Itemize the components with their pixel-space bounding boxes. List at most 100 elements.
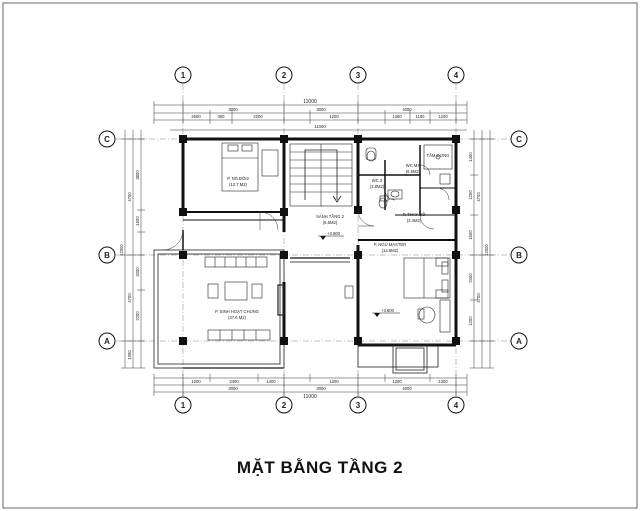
living-furniture <box>204 256 354 341</box>
axis-label: 1 <box>181 401 186 410</box>
dim-top-detail: 1100 <box>415 114 425 119</box>
room-area-bedroom2: (12.7 M2) <box>229 182 248 187</box>
axis-label: C <box>516 135 522 144</box>
axis-marker-1-top: 1 <box>174 66 192 84</box>
axis-marker-C-left: C <box>98 130 116 148</box>
room-area-living: (37.6 M2) <box>228 315 247 320</box>
dim-top-overall: 11000 <box>303 99 317 105</box>
dim-bottom-detail: 1400 <box>266 379 276 384</box>
room-name-wardrobe: P. THAY ĐỒ <box>403 212 426 217</box>
axis-marker-4-bottom: 4 <box>447 396 465 414</box>
dim-bottom-detail: 1300 <box>438 379 448 384</box>
axis-marker-A-right: A <box>510 332 528 350</box>
dim-bottom-overall: 11000 <box>303 394 317 400</box>
dim-top-detail: 2200 <box>253 114 263 119</box>
room-name-bedroom2: P. NG.ĐÔI2 <box>227 176 249 181</box>
dim-bottom-detail: 1200 <box>191 379 201 384</box>
dim-bottom-axis-2: 3000 <box>316 386 326 391</box>
axis-marker-C-right: C <box>510 130 528 148</box>
axis-marker-3-bottom: 3 <box>349 396 367 414</box>
level-master-text: +3.600 <box>381 308 395 313</box>
room-name-living: P. SINH HOẠT CHUNG <box>215 309 259 314</box>
axis-label: B <box>104 251 110 260</box>
dim-right-axis: 4700 <box>476 293 481 303</box>
axis-label: 2 <box>282 71 287 80</box>
room-area-wardrobe: (3.4M2) <box>407 218 422 223</box>
sanitary-fixtures <box>365 144 453 209</box>
doors <box>162 164 450 251</box>
room-name-master: P. NGỦ MASTER <box>374 242 407 247</box>
dim-bottom-detail: 2400 <box>229 379 239 384</box>
dim-inner-top: 11000 <box>314 124 326 129</box>
dim-bottom-axis-3: 4000 <box>402 386 412 391</box>
dim-right-axis: 4700 <box>476 192 481 202</box>
axis-label: 4 <box>454 401 459 410</box>
axis-label: 2 <box>282 401 287 410</box>
room-area-master: (14.6M2) <box>382 248 399 253</box>
dim-left-detail: 1500 <box>135 216 140 226</box>
room-name-shower: TẮM ĐỨNG <box>427 153 450 158</box>
dim-left-axis: 1300 <box>127 350 132 360</box>
dim-right-detail: 1400 <box>468 152 473 162</box>
axis-label: 3 <box>356 401 361 410</box>
dim-right-detail: 1200 <box>468 316 473 326</box>
master-furniture <box>403 257 451 333</box>
room-name-wc-master: WC MS <box>406 163 421 168</box>
dim-left-detail: 3800 <box>135 170 140 180</box>
dim-top-detail: 300 <box>218 114 226 119</box>
dim-left-overall: 12000 <box>119 244 124 256</box>
axis-label: B <box>516 251 522 260</box>
dim-bottom-detail: 1200 <box>329 379 339 384</box>
axis-marker-4-top: 4 <box>447 66 465 84</box>
dim-top-detail: 1200 <box>438 114 448 119</box>
dim-top-axis-1: 3000 <box>228 107 238 112</box>
axis-marker-2-top: 2 <box>275 66 293 84</box>
room-name-wc2: WC 2 <box>372 178 383 183</box>
dim-top-detail: 1200 <box>329 114 339 119</box>
axis-marker-1-bottom: 1 <box>174 396 192 414</box>
dimension-lines-left <box>121 130 145 369</box>
dim-left-axis: 4700 <box>127 293 132 303</box>
room-area-wc-master: (6.6M2) <box>406 169 421 174</box>
dimension-lines-right <box>470 130 494 369</box>
dim-top-detail: 1300 <box>392 114 402 119</box>
axis-label: C <box>104 135 110 144</box>
level-marker-master: +3.600 <box>372 308 400 317</box>
axis-label: A <box>516 337 522 346</box>
axis-marker-B-right: B <box>510 246 528 264</box>
drawing-title: MẶT BẰNG TẦNG 2 <box>236 458 404 477</box>
dimension-lines-top <box>153 101 468 131</box>
axis-label: 4 <box>454 71 459 80</box>
dim-right-detail: 1500 <box>468 230 473 240</box>
dim-left-detail: 3200 <box>135 267 140 277</box>
dim-top-axis-2: 3000 <box>316 107 326 112</box>
bed-bedroom2 <box>221 142 279 192</box>
dim-right-overall: 12000 <box>484 244 489 256</box>
dim-top-axis-3: 4000 <box>402 107 412 112</box>
room-name-hall: SẢNH TẦNG 2 <box>316 214 345 219</box>
axis-marker-B-left: B <box>98 246 116 264</box>
axis-marker-A-left: A <box>98 332 116 350</box>
dim-bottom-axis-1: 3000 <box>228 386 238 391</box>
dim-left-axis: 4700 <box>127 192 132 202</box>
structural-columns <box>179 135 460 345</box>
axis-marker-3-top: 3 <box>349 66 367 84</box>
axis-marker-2-bottom: 2 <box>275 396 293 414</box>
dim-right-detail: 2400 <box>468 273 473 283</box>
staircase <box>289 143 353 207</box>
room-area-hall: (6.6M2) <box>323 220 338 225</box>
dimension-lines-bottom <box>153 374 468 396</box>
dim-left-detail: 2200 <box>135 311 140 321</box>
level-hall-text: +3.600 <box>327 231 341 236</box>
axis-label: 1 <box>181 71 186 80</box>
balcony-railing <box>153 249 439 374</box>
dim-top-detail: 2500 <box>191 114 201 119</box>
room-area-wc2: (3.8M2) <box>370 184 385 189</box>
axis-label: A <box>104 337 110 346</box>
dim-right-detail: 1200 <box>468 190 473 200</box>
level-marker-hall: +3.600 <box>318 231 344 240</box>
axis-label: 3 <box>356 71 361 80</box>
dim-bottom-detail: 1200 <box>392 379 402 384</box>
